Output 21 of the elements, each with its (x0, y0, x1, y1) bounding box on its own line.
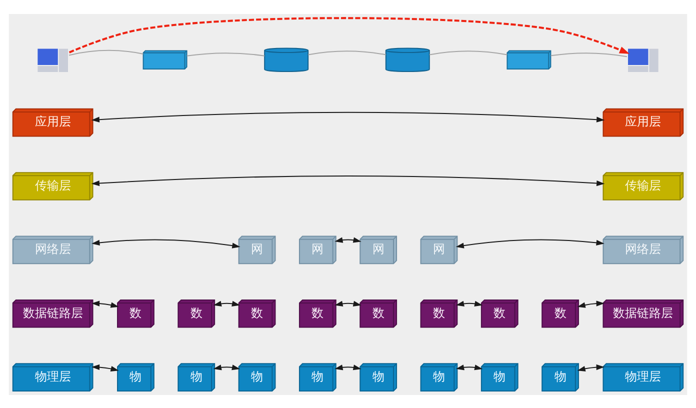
arrow (334, 300, 362, 306)
arrow (91, 364, 119, 371)
connector (308, 50, 386, 55)
arrow (577, 300, 604, 308)
arrow (577, 364, 604, 371)
arrow (213, 364, 240, 370)
connector (550, 52, 628, 57)
arrow (213, 300, 240, 306)
arrow (456, 300, 483, 306)
arrow (334, 236, 362, 242)
connector (186, 52, 265, 56)
connector (68, 49, 144, 56)
connector (429, 50, 508, 55)
arrow (92, 238, 240, 248)
arrow (91, 111, 605, 122)
arrow (334, 364, 362, 370)
arrow (68, 16, 630, 54)
arrow (91, 300, 119, 308)
arrow (456, 364, 483, 370)
arrow (91, 175, 605, 186)
arrow (456, 238, 604, 248)
